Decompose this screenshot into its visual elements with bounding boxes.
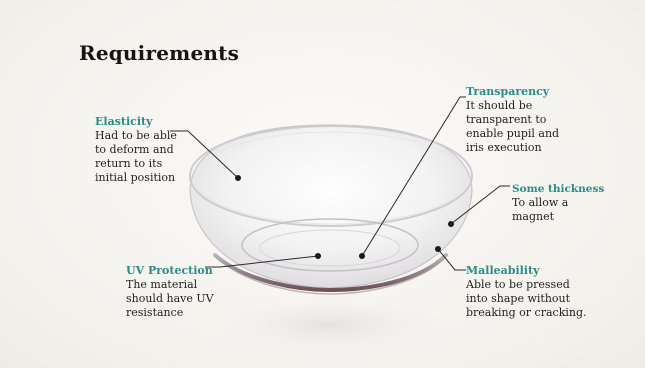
annotation-thickness: Some thickness To allow a magnet (512, 182, 622, 224)
annotation-transparency: Transparency It should be transparent to… (466, 85, 586, 155)
annotation-heading: Some thickness (512, 182, 622, 196)
annotation-uv-protection: UV Protection The material should have U… (126, 264, 241, 320)
annotation-heading: UV Protection (126, 264, 241, 278)
dot-malleability (435, 246, 441, 252)
slide-title: Requirements (79, 41, 239, 65)
annotation-heading: Transparency (466, 85, 586, 99)
dot-elasticity (235, 175, 241, 181)
annotation-heading: Elasticity (95, 115, 205, 129)
dot-uv (315, 253, 321, 259)
annotation-heading: Malleability (466, 264, 606, 278)
annotation-body: It should be transparent to enable pupil… (466, 99, 586, 155)
annotation-body: Had to be able to deform and return to i… (95, 129, 205, 185)
dot-thickness (448, 221, 454, 227)
annotation-elasticity: Elasticity Had to be able to deform and … (95, 115, 205, 185)
annotation-malleability: Malleability Able to be pressed into sha… (466, 264, 606, 320)
dot-transparency (359, 253, 365, 259)
annotation-body: The material should have UV resistance (126, 278, 241, 320)
annotation-body: To allow a magnet (512, 196, 622, 224)
lens-shadow (210, 295, 450, 355)
annotation-body: Able to be pressed into shape without br… (466, 278, 606, 320)
